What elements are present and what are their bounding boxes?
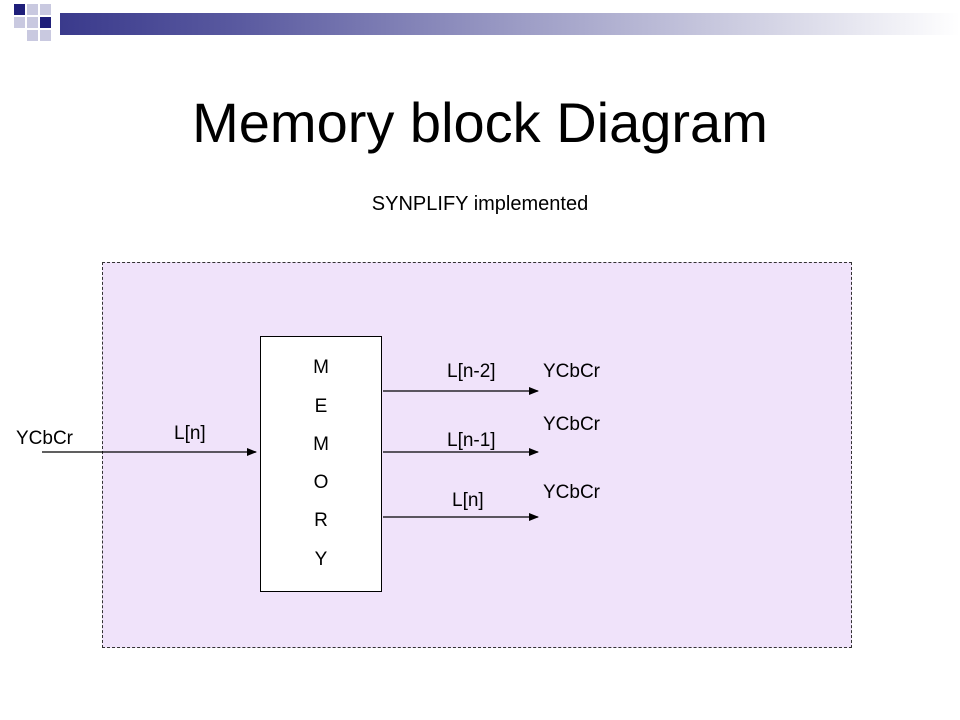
header-square-dark — [14, 4, 25, 15]
output-index-label: L[n-1] — [447, 430, 496, 451]
header-square-dark — [40, 17, 51, 28]
output-signal-label: YCbCr — [543, 482, 601, 503]
output-index-label: L[n-2] — [447, 361, 496, 382]
output-index-label: L[n] — [452, 490, 484, 511]
output-signal-label: YCbCr — [543, 361, 601, 382]
memory-letter: Y — [314, 548, 328, 570]
memory-letter: R — [314, 510, 328, 532]
slide-subtitle: SYNPLIFY implemented — [371, 193, 589, 215]
header-square-light — [14, 17, 25, 28]
header-gradient-bar — [60, 13, 960, 35]
memory-letter: M — [313, 433, 329, 455]
memory-block: M E M O R Y — [260, 336, 382, 592]
implementation-region — [102, 262, 852, 648]
header-square-light — [27, 30, 38, 41]
memory-letter: M — [313, 357, 329, 379]
header-square-light — [40, 30, 51, 41]
header-square-light — [27, 17, 38, 28]
input-index-label: L[n] — [174, 423, 206, 444]
output-signal-label: YCbCr — [543, 414, 601, 435]
slide-title: Memory block Diagram — [192, 91, 768, 154]
header-square-light — [40, 4, 51, 15]
memory-letter: O — [313, 472, 329, 494]
header-square-light — [27, 4, 38, 15]
input-signal-label: YCbCr — [16, 428, 74, 449]
memory-letter: E — [314, 395, 328, 417]
